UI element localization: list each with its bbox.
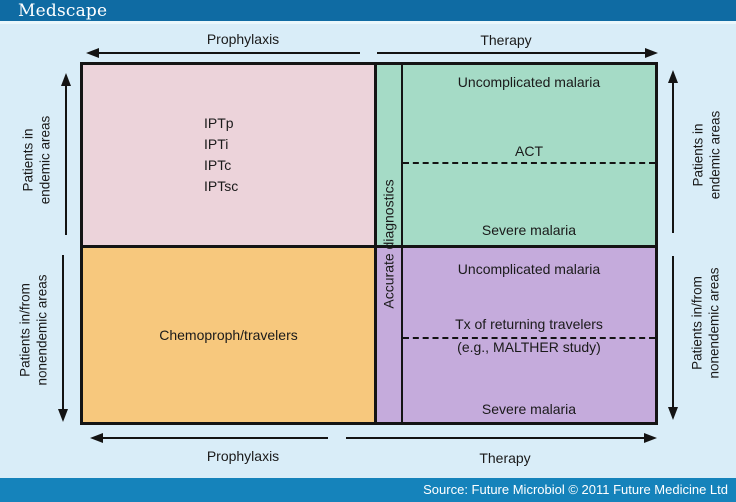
severe-malaria-label: Severe malaria [481,401,577,417]
accurate-diagnostics-text: Accurate diagnostics [381,178,397,309]
arrow-line [672,256,674,410]
top-prophylaxis-arrow-icon [86,48,360,58]
left-endemic-label-text: Patients in endemic areas [19,116,53,205]
arrow-tip [644,433,657,443]
arrow-tip [90,433,103,443]
horizontal-divider [83,245,655,248]
label-line: endemic areas [707,110,722,200]
arrow-tip [645,48,658,58]
right-nonendemic-label: Patients in/from nonendemic areas [684,247,728,399]
label-line: endemic areas [37,115,52,205]
arrow-tip [668,407,678,420]
arrow-tip [86,48,99,58]
act-dashed-line [403,162,655,164]
quadrant-therapy-endemic: Uncomplicated malaria ACT Severe malaria [403,65,655,245]
right-nonendemic-label-text: Patients in/from nonendemic areas [689,267,723,378]
quadrant-prophylaxis-endemic: IPTp IPTi IPTc IPTsc [83,65,374,245]
ipt-line: IPTp [204,115,234,131]
uncomplicated-malaria-label: Uncomplicated malaria [457,74,601,90]
accurate-diagnostics-label: Accurate diagnostics [377,65,401,422]
left-endemic-arrow-icon [61,73,71,235]
right-nonendemic-arrow-icon [668,256,678,420]
label-line: Patients in [20,128,35,192]
arrow-line [100,437,328,439]
diagnostics-strip-bottom [377,248,401,422]
quadrant-therapy-nonendemic: Uncomplicated malaria Tx of returning tr… [403,248,655,422]
arrow-line [377,52,648,54]
arrow-line [62,255,64,412]
right-endemic-label: Patients in endemic areas [684,79,728,231]
label-line: Patients in [690,123,705,187]
arrow-tip [668,70,678,83]
left-nonendemic-label: Patients in/from nonendemic areas [12,254,56,406]
left-nonendemic-label-text: Patients in/from nonendemic areas [17,274,51,385]
arrow-line [672,80,674,233]
ipt-line: IPTc [204,157,232,173]
arrow-tip [58,409,68,422]
bottom-prophylaxis-label: Prophylaxis [206,448,280,464]
uncomplicated-malaria-label: Uncomplicated malaria [457,261,601,277]
bottom-prophylaxis-arrow-icon [90,433,328,443]
arrow-line [96,52,360,54]
strip-border-line [401,65,403,422]
right-endemic-arrow-icon [668,70,678,233]
left-endemic-label: Patients in endemic areas [14,84,58,236]
label-line: Patients in/from [690,276,706,370]
source-credit: Source: Future Microbiol © 2011 Future M… [423,482,728,497]
malther-study-label: (e.g., MALTHER study) [457,339,601,355]
top-therapy-arrow-icon [377,48,658,58]
label-line: Patients in/from [18,283,34,377]
tx-dashed-line [403,337,655,339]
arrow-line [65,83,67,235]
bottom-therapy-label: Therapy [479,450,531,466]
ipt-line: IPTi [204,136,229,152]
top-prophylaxis-label: Prophylaxis [206,31,280,47]
right-endemic-label-text: Patients in endemic areas [689,111,723,200]
label-line: nonendemic areas [707,267,723,379]
quadrant-grid: IPTp IPTi IPTc IPTsc Uncomplicated malar… [80,62,658,425]
chemoproph-label: Chemoproph/travelers [159,327,298,343]
top-therapy-label: Therapy [480,32,532,48]
quadrant-prophylaxis-nonendemic: Chemoproph/travelers [83,248,374,422]
header-bar: Medscape [0,0,736,24]
left-nonendemic-arrow-icon [58,255,68,422]
diagnostics-strip-top [377,65,401,245]
ipt-line: IPTsc [204,178,239,194]
medscape-logo: Medscape [18,1,108,21]
bottom-therapy-arrow-icon [346,433,657,443]
footer-bar: Source: Future Microbiol © 2011 Future M… [0,478,736,502]
act-label: ACT [515,143,543,159]
severe-malaria-label: Severe malaria [481,222,577,238]
arrow-tip [61,73,71,86]
tx-travelers-label: Tx of returning travelers [455,316,603,332]
vertical-divider [374,65,377,422]
label-line: nonendemic areas [35,274,51,386]
arrow-line [346,437,647,439]
